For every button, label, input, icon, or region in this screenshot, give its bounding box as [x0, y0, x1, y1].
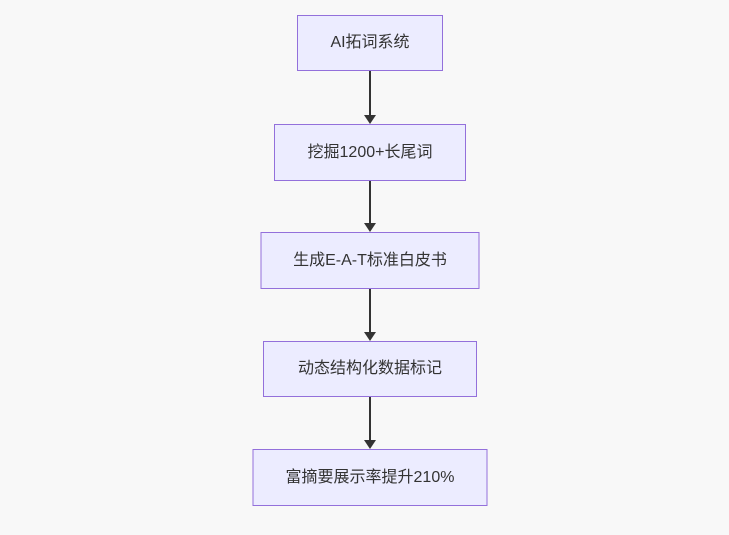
node-label: 生成E-A-T标准白皮书 [293, 251, 447, 269]
arrow-down-1 [363, 71, 377, 124]
flow-node-structured-data: 动态结构化数据标记 [263, 341, 477, 397]
node-label: 动态结构化数据标记 [297, 360, 442, 377]
arrow-line [369, 397, 371, 442]
flow-node-ai-word-system: AI拓词系统 [297, 15, 443, 71]
flow-node-eat-whitepaper: 生成E-A-T标准白皮书 [260, 232, 480, 289]
arrow-head-icon [364, 440, 376, 449]
node-label: 富摘要展示率提升210% [285, 468, 455, 486]
arrow-line [369, 289, 371, 334]
arrow-head-icon [364, 223, 376, 232]
arrow-down-4 [363, 397, 377, 449]
arrow-head-icon [364, 332, 376, 341]
arrow-down-2 [363, 181, 377, 232]
arrow-line [369, 181, 371, 225]
arrow-line [369, 71, 371, 117]
flow-node-longtail-keywords: 挖掘1200+长尾词 [274, 124, 466, 181]
arrow-head-icon [364, 115, 376, 124]
node-label: AI拓词系统 [330, 34, 410, 51]
node-label: 挖掘1200+长尾词 [307, 143, 433, 161]
arrow-down-3 [363, 289, 377, 341]
flow-node-rich-snippet-result: 富摘要展示率提升210% [252, 449, 488, 506]
